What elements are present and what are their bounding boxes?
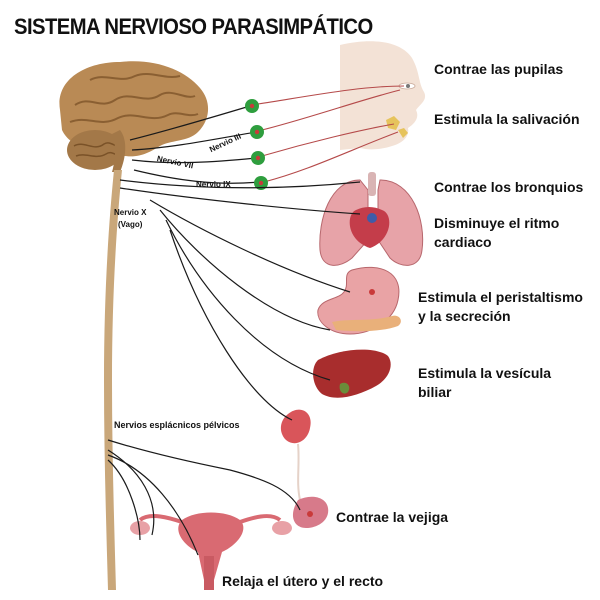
effect-gallbladder-line2: biliar: [418, 384, 452, 400]
effect-gallbladder-line1: Estimula la vesícula: [418, 365, 552, 381]
face-illustration: [340, 41, 426, 150]
target-nerve-lines: [257, 85, 405, 183]
effect-stomach-line2: y la secreción: [418, 308, 511, 324]
effect-bronchi: Contrae los bronquios: [434, 179, 584, 195]
effect-salivation: Estimula la salivación: [434, 111, 580, 127]
liver-illustration: [313, 349, 391, 398]
diagram-title: SISTEMA NERVIOSO PARASIMPÁTICO: [14, 14, 373, 39]
effect-stomach: Estimula el peristaltismo y la secreción: [418, 288, 583, 326]
cranial-nerve-lines: [129, 105, 261, 184]
effect-stomach-line1: Estimula el peristaltismo: [418, 289, 583, 305]
lungs-illustration: [319, 172, 424, 266]
vagus-nerve-lines: [119, 179, 361, 421]
uterus-illustration: [130, 512, 292, 590]
nerve-label-ix: Nervio IX: [196, 180, 231, 189]
stomach-illustration: [317, 266, 401, 335]
nerve-label-vagus: Nervio X: [114, 208, 147, 217]
brain-illustration: [59, 61, 209, 172]
kidney-illustration: [280, 409, 311, 501]
effect-heart: Disminuye el ritmo cardiaco: [434, 214, 559, 252]
effect-gallbladder: Estimula la vesícula biliar: [418, 364, 551, 402]
effect-bladder: Contrae la vejiga: [336, 509, 449, 525]
bladder-illustration: [292, 496, 329, 528]
nerve-label-vagus-sub: (Vago): [118, 220, 143, 229]
effect-heart-line1: Disminuye el ritmo: [434, 215, 560, 231]
pelvic-nerve-lines: [107, 439, 301, 556]
nerve-label-pelvic: Nervios esplácnicos pélvicos: [114, 420, 240, 430]
effect-pupils: Contrae las pupilas: [434, 61, 564, 77]
spinal-cord: [104, 170, 122, 590]
effect-uterus: Relaja el útero y el recto: [222, 573, 384, 589]
ganglia: [245, 99, 268, 190]
effect-heart-line2: cardiaco: [434, 234, 492, 250]
